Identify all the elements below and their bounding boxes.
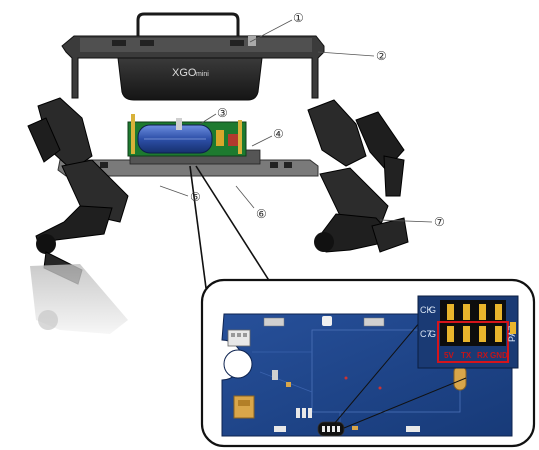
silk-right-top: G: [429, 305, 436, 315]
right-legs: [307, 99, 409, 253]
callout-4: ④: [273, 127, 284, 141]
pin-label-rx: RX: [477, 351, 489, 360]
pin-label-tx: TX: [461, 351, 472, 360]
callout-5: ⑤: [190, 190, 201, 204]
top-cover: XGO mini: [61, 12, 325, 101]
callout-3: ③: [217, 106, 228, 120]
callout-1: ①: [293, 11, 304, 25]
pin-label-5v: 5V: [444, 351, 454, 360]
zoom-lines: [189, 165, 271, 289]
cover-brand-sub: mini: [196, 71, 209, 78]
battery-pack: [127, 114, 247, 157]
silk-right-bottom: G: [429, 329, 436, 339]
silk-left-top: CK: [420, 305, 433, 315]
callout-leaders: [159, 19, 433, 223]
zoom-panel: CK C7 G G 5V TX RX GND PA7: [200, 278, 536, 448]
callout-numbers: ① ② ③ ④ ⑤ ⑥ ⑦: [190, 11, 445, 229]
cover-brand-main: XGO: [172, 67, 197, 79]
pin-label-gnd: GND: [490, 351, 508, 360]
callout-2: ②: [376, 49, 387, 63]
silk-left-bottom: C7: [420, 329, 432, 339]
callout-7: ⑦: [434, 215, 445, 229]
left-legs: [27, 97, 129, 334]
pin-header-inset: CK C7 G G 5V TX RX GND PA7: [417, 295, 519, 369]
callout-6: ⑥: [256, 207, 267, 221]
